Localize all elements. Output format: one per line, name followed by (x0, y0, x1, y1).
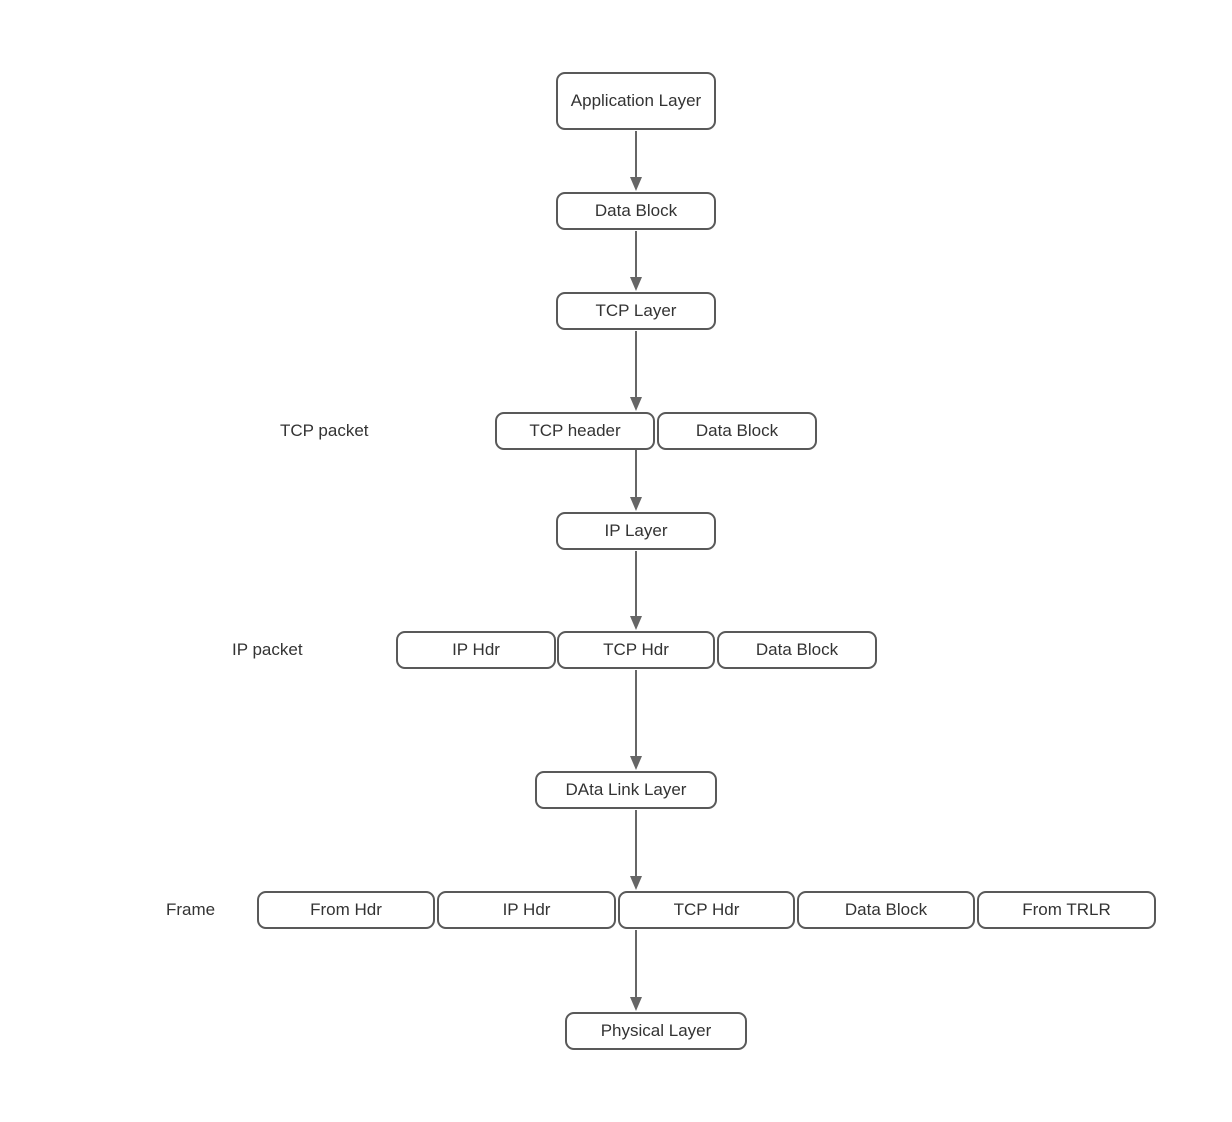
node-data-link-layer: DAta Link Layer (535, 771, 717, 809)
node-ip-hdr-frame: IP Hdr (437, 891, 616, 929)
node-tcp-hdr-frame: TCP Hdr (618, 891, 795, 929)
node-tcp-header: TCP header (495, 412, 655, 450)
arrow-ippacket-to-datalink (630, 670, 642, 770)
node-data-block-ip: Data Block (717, 631, 877, 669)
arrow-iplayer-to-ippacket (630, 551, 642, 630)
label-frame: Frame (166, 900, 216, 919)
arrow-application-to-datablock (630, 131, 642, 191)
node-from-hdr: From Hdr (257, 891, 435, 929)
label-tcp-packet: TCP packet (280, 421, 369, 440)
node-data-block-frame: Data Block (797, 891, 975, 929)
label-ip-packet: IP packet (232, 640, 303, 659)
node-ip-layer: IP Layer (556, 512, 716, 550)
node-physical-layer: Physical Layer (565, 1012, 747, 1050)
node-ip-hdr: IP Hdr (396, 631, 556, 669)
arrow-tcppacket-to-iplayer (630, 450, 642, 511)
arrow-datablock-to-tcplayer (630, 231, 642, 291)
node-application-layer: Application Layer (556, 72, 716, 130)
arrow-datalink-to-frame (630, 810, 642, 890)
node-from-trlr: From TRLR (977, 891, 1156, 929)
node-tcp-hdr: TCP Hdr (557, 631, 715, 669)
node-tcp-layer: TCP Layer (556, 292, 716, 330)
arrow-frame-to-physical (630, 930, 642, 1011)
node-data-block-tcp: Data Block (657, 412, 817, 450)
arrow-tcplayer-to-tcppacket (630, 331, 642, 411)
node-data-block-app: Data Block (556, 192, 716, 230)
